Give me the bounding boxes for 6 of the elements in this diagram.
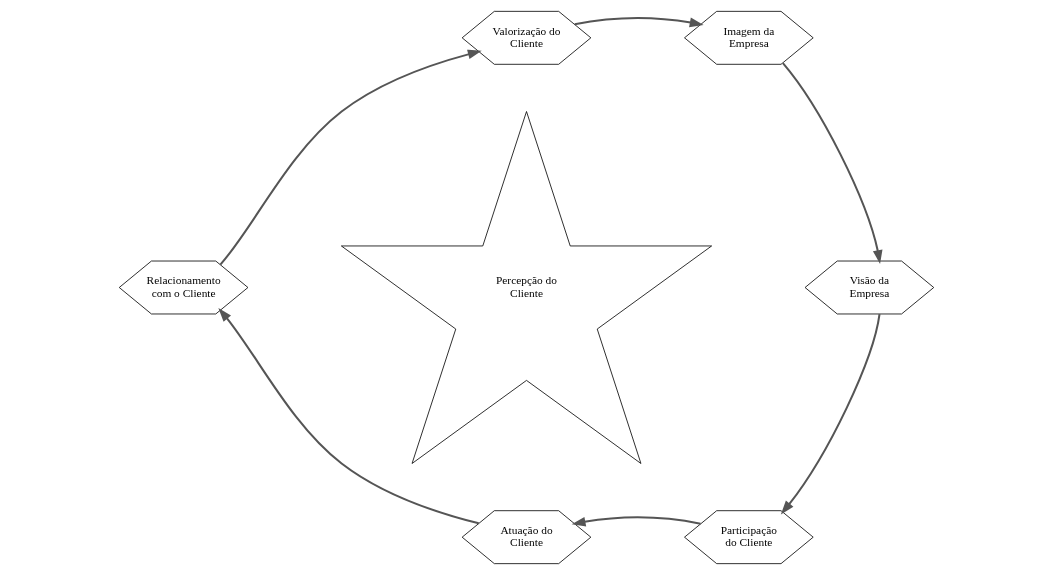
arrow — [219, 49, 482, 266]
arrow — [780, 313, 881, 515]
arrow — [781, 62, 882, 264]
arrow — [574, 17, 704, 28]
arrow — [217, 308, 479, 525]
arrow — [571, 516, 701, 527]
